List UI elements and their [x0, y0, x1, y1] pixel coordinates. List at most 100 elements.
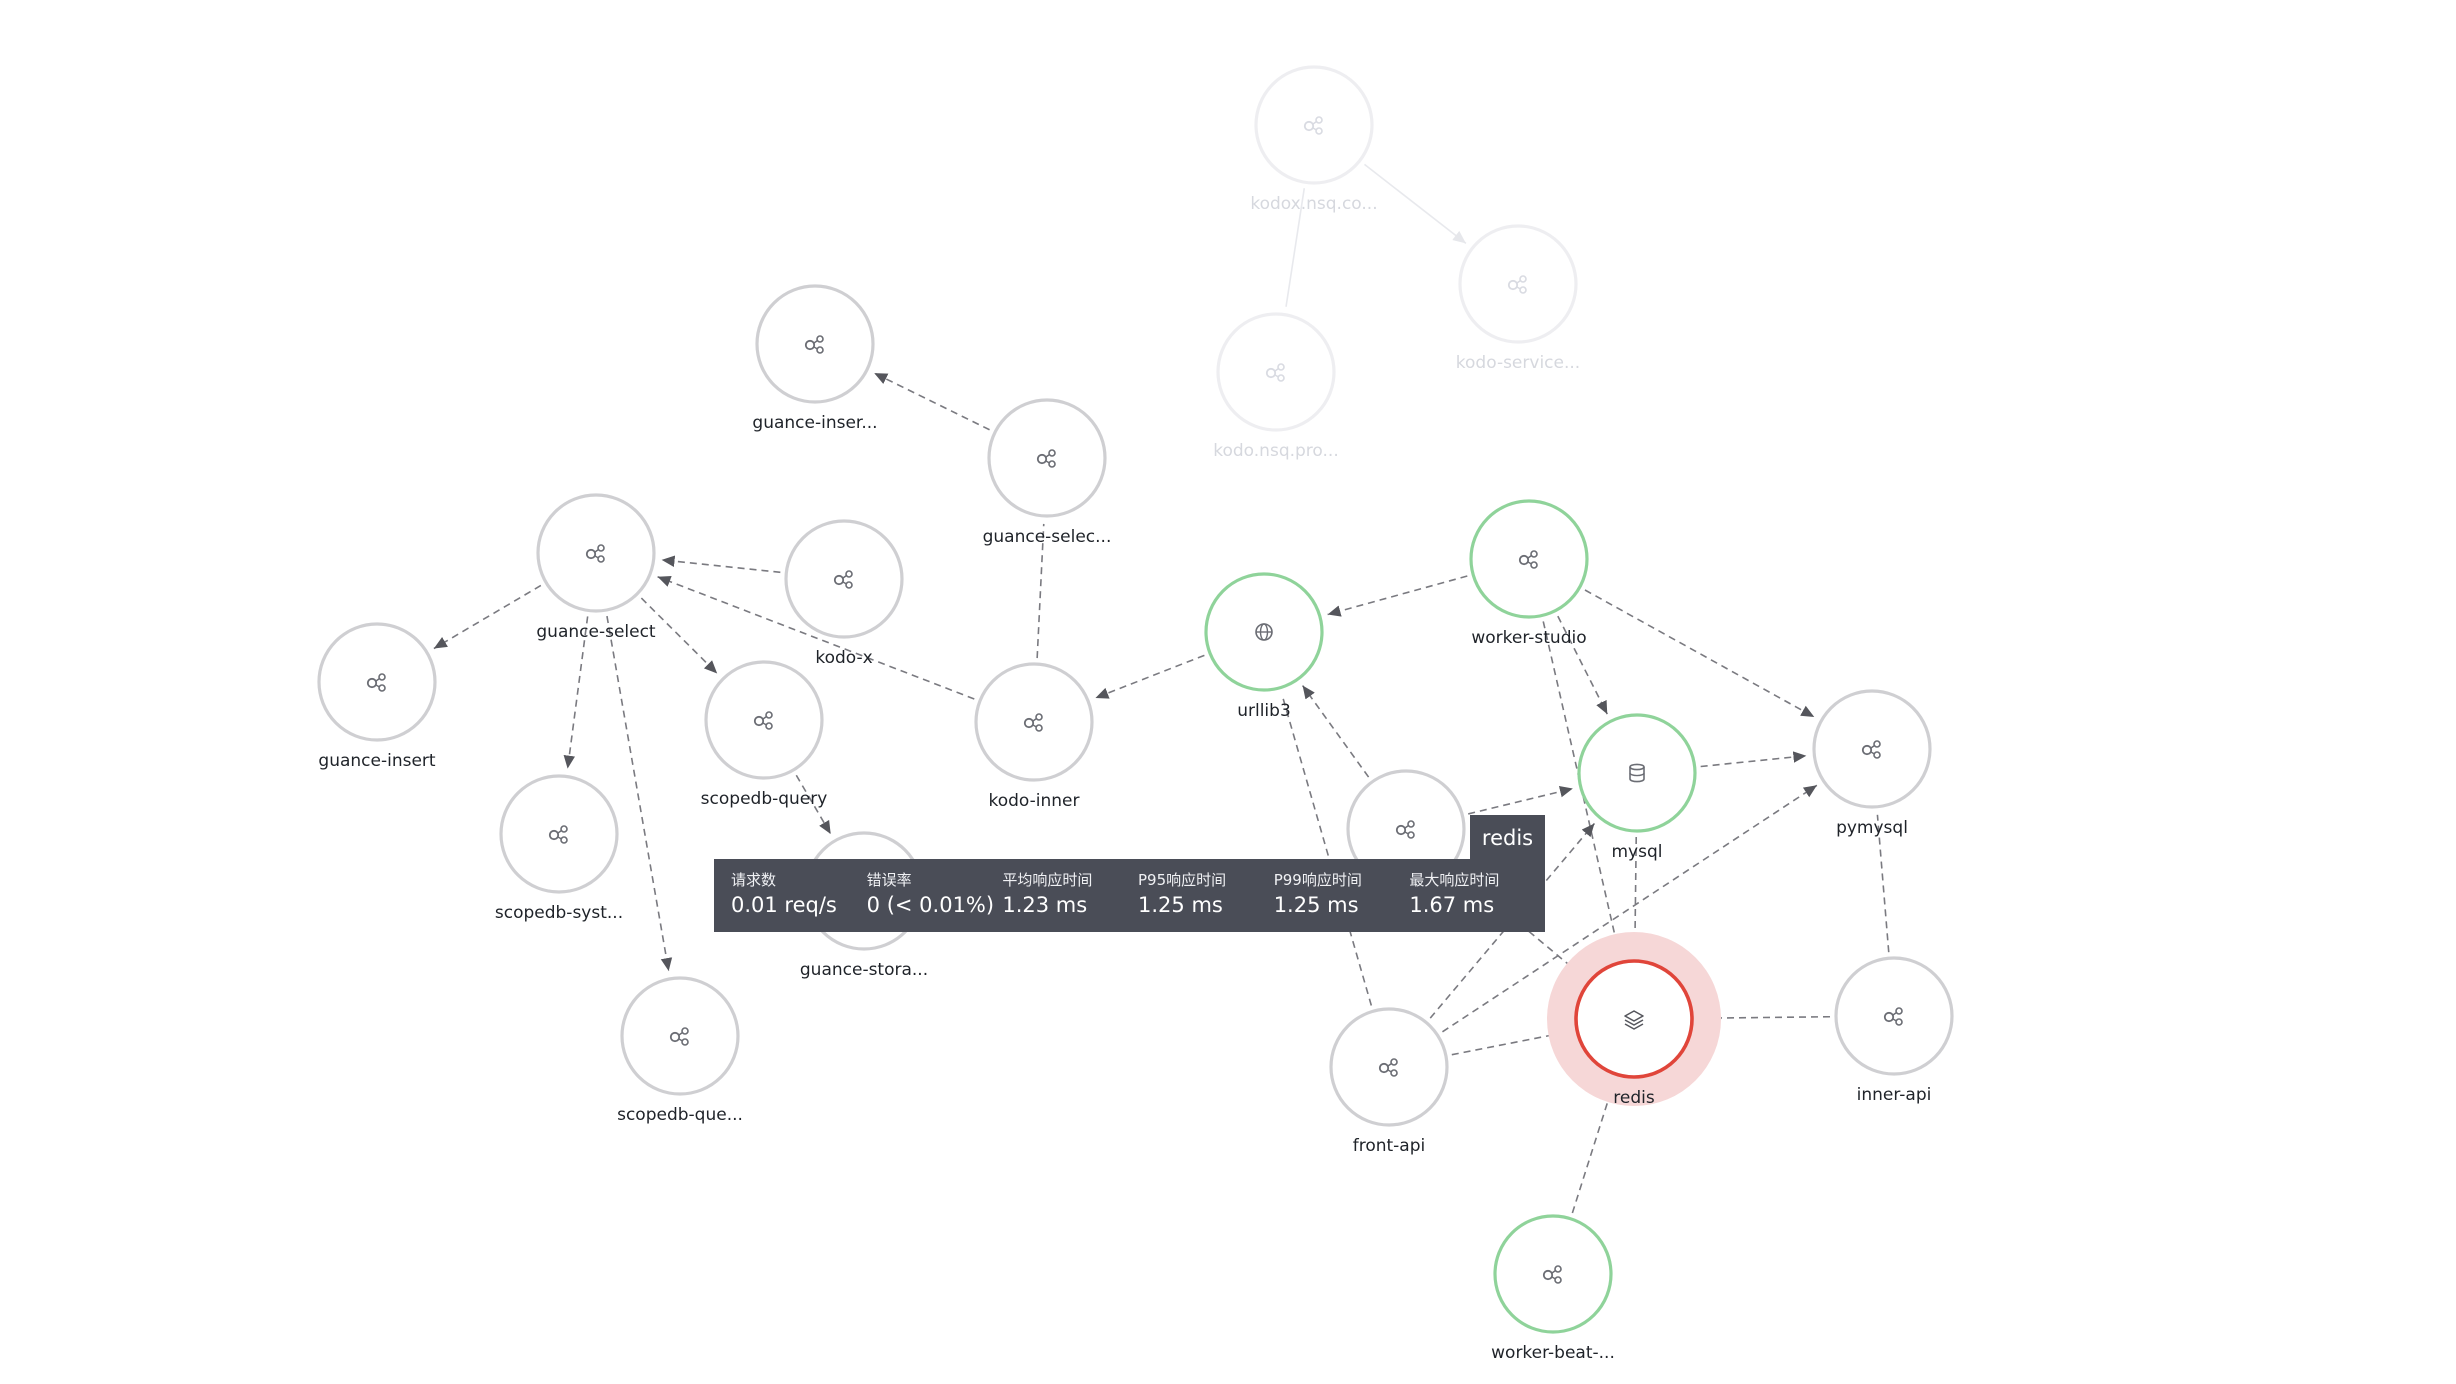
edge-kodo-inner-to-guance-selec: [1036, 523, 1045, 659]
node-guance-select[interactable]: guance-select: [536, 493, 656, 642]
tooltip-metrics: 请求数 0.01 req/s 错误率 0 (< 0.01%) 平均响应时间 1.…: [714, 859, 1545, 932]
node-label: kodo-x: [815, 648, 872, 668]
edge-guance-select-to-scopedb-que: [606, 615, 673, 972]
edge-inner-api-to-redis: [1699, 1012, 1831, 1024]
node-label: guance-inser...: [752, 413, 877, 433]
layers-icon: [1624, 1010, 1644, 1030]
node-label: worker-studio: [1471, 628, 1586, 648]
service-nodes-icon: [669, 1027, 689, 1046]
metric-requests: 请求数 0.01 req/s: [731, 859, 867, 932]
node-worker-studio[interactable]: worker-studio: [1469, 499, 1589, 648]
edge-worker-studio-to-mysql: [1557, 615, 1608, 715]
edge-kodox-to-kodo-service: [1363, 163, 1467, 245]
service-nodes-icon: [1542, 1265, 1562, 1284]
service-nodes-icon: [1303, 116, 1323, 135]
metric-label: 错误率: [866, 871, 912, 889]
edge-front-bac-to-urllib3: [1301, 685, 1370, 778]
edge-urllib3-to-kodo-inner: [1095, 654, 1205, 699]
node-redis[interactable]: redis: [1547, 932, 1721, 1108]
metric-value: 1.25 ms: [1273, 893, 1359, 917]
node-label: front-api: [1353, 1136, 1426, 1156]
edge-kodo-inner-to-guance-select: [657, 576, 975, 700]
node-guance-insert[interactable]: guance-insert: [317, 622, 437, 771]
metric-label: 最大响应时间: [1409, 871, 1500, 889]
metric-p95-latency: P95响应时间 1.25 ms: [1138, 859, 1274, 932]
metric-avg-latency: 平均响应时间 1.23 ms: [1002, 859, 1138, 932]
node-kodo-inner[interactable]: kodo-inner: [974, 662, 1094, 811]
node-label: guance-selec...: [983, 527, 1112, 547]
metric-label: 请求数: [731, 871, 777, 889]
edge-guance-select-to-guance-insert: [433, 584, 542, 650]
service-nodes-icon: [1518, 550, 1538, 569]
node-label: guance-select: [536, 622, 656, 642]
service-nodes-icon: [753, 711, 773, 730]
node-circle: [1574, 959, 1694, 1079]
edge-front-api-to-pymysql: [1442, 784, 1818, 1033]
service-nodes-icon: [1378, 1058, 1398, 1077]
node-label: mysql: [1612, 842, 1663, 862]
edge-worker-studio-to-urllib3: [1327, 575, 1468, 617]
edge-inner-api-to-pymysql: [1876, 814, 1890, 953]
edge-front-api-to-urllib3: [1281, 695, 1373, 1006]
service-nodes-icon: [366, 673, 386, 692]
node-inner-api[interactable]: inner-api: [1834, 956, 1954, 1105]
edge-guance-select-to-scopedb-query: [640, 597, 718, 675]
service-nodes-icon: [1861, 740, 1881, 759]
edge-kodox-to-kodo-nsq-pro: [1285, 188, 1306, 307]
metric-value: 0.01 req/s: [731, 893, 837, 917]
service-nodes-icon: [833, 570, 853, 589]
service-nodes-icon: [1883, 1007, 1903, 1026]
service-nodes-icon: [1395, 820, 1415, 839]
service-nodes-icon: [585, 544, 605, 563]
metric-value: 1.23 ms: [1002, 893, 1088, 917]
node-front-api[interactable]: front-api: [1329, 1007, 1449, 1156]
service-nodes-icon: [1265, 363, 1285, 382]
node-scopedb-syst[interactable]: scopedb-syst...: [495, 774, 623, 923]
metric-p99-latency: P99响应时间 1.25 ms: [1274, 859, 1410, 932]
node-kodo-x[interactable]: kodo-x: [784, 519, 904, 668]
node-kodo-service[interactable]: kodo-service...: [1456, 224, 1580, 373]
node-label: scopedb-que...: [617, 1105, 743, 1125]
node-scopedb-que[interactable]: scopedb-que...: [617, 976, 743, 1125]
node-label: redis: [1613, 1088, 1655, 1108]
service-nodes-icon: [1507, 275, 1527, 294]
globe-icon: [1255, 623, 1273, 641]
metric-value: 1.67 ms: [1409, 893, 1495, 917]
edge-guance-selec-to-guance-inser: [873, 372, 990, 431]
node-label: urllib3: [1237, 701, 1291, 721]
metric-value: 1.25 ms: [1138, 893, 1223, 917]
node-label: worker-beat-...: [1491, 1343, 1615, 1363]
metric-value: 0 (< 0.01%): [866, 893, 995, 917]
node-label: guance-insert: [318, 751, 436, 771]
edge-front-api-to-mysql: [1429, 822, 1596, 1019]
edge-mysql-to-pymysql: [1700, 751, 1807, 768]
node-label: kodo.nsq.pro...: [1213, 441, 1338, 461]
node-scopedb-query[interactable]: scopedb-query: [701, 660, 828, 809]
metric-label: P99响应时间: [1273, 871, 1362, 889]
node-kodo-nsq-pro[interactable]: kodo.nsq.pro...: [1213, 312, 1339, 461]
edge-worker-studio-to-pymysql: [1584, 589, 1815, 718]
edge-guance-select-to-scopedb-syst: [563, 616, 589, 769]
service-nodes-icon: [1023, 713, 1043, 732]
metric-error-rate: 错误率 0 (< 0.01%): [867, 859, 1003, 932]
service-nodes-icon: [548, 825, 568, 844]
database-icon: [1629, 763, 1645, 783]
node-guance-inser[interactable]: guance-inser...: [752, 284, 878, 433]
node-pymysql[interactable]: pymysql: [1812, 689, 1932, 838]
metric-label: P95响应时间: [1138, 871, 1227, 889]
node-circle: [1577, 713, 1697, 833]
node-urllib3[interactable]: urllib3: [1204, 572, 1324, 721]
node-label: kodo-inner: [988, 791, 1079, 811]
node-label: kodox.nsq.co...: [1250, 194, 1377, 214]
node-guance-selec[interactable]: guance-selec...: [983, 398, 1112, 547]
node-mysql[interactable]: mysql: [1577, 713, 1697, 862]
edge-worker-beat-to-redis: [1571, 1081, 1616, 1214]
node-kodox[interactable]: kodox.nsq.co...: [1250, 65, 1378, 214]
node-label: inner-api: [1857, 1085, 1932, 1105]
nodes-layer: kodox.nsq.co... kodo-service... kodo.nsq.p…: [317, 65, 1954, 1363]
node-label: scopedb-query: [701, 789, 828, 809]
node-worker-beat[interactable]: worker-beat-...: [1491, 1214, 1615, 1363]
node-label: pymysql: [1836, 818, 1908, 838]
redis-tooltip: redis 请求数 0.01 req/s 错误率 0 (< 0.01%) 平均响…: [714, 815, 1545, 932]
